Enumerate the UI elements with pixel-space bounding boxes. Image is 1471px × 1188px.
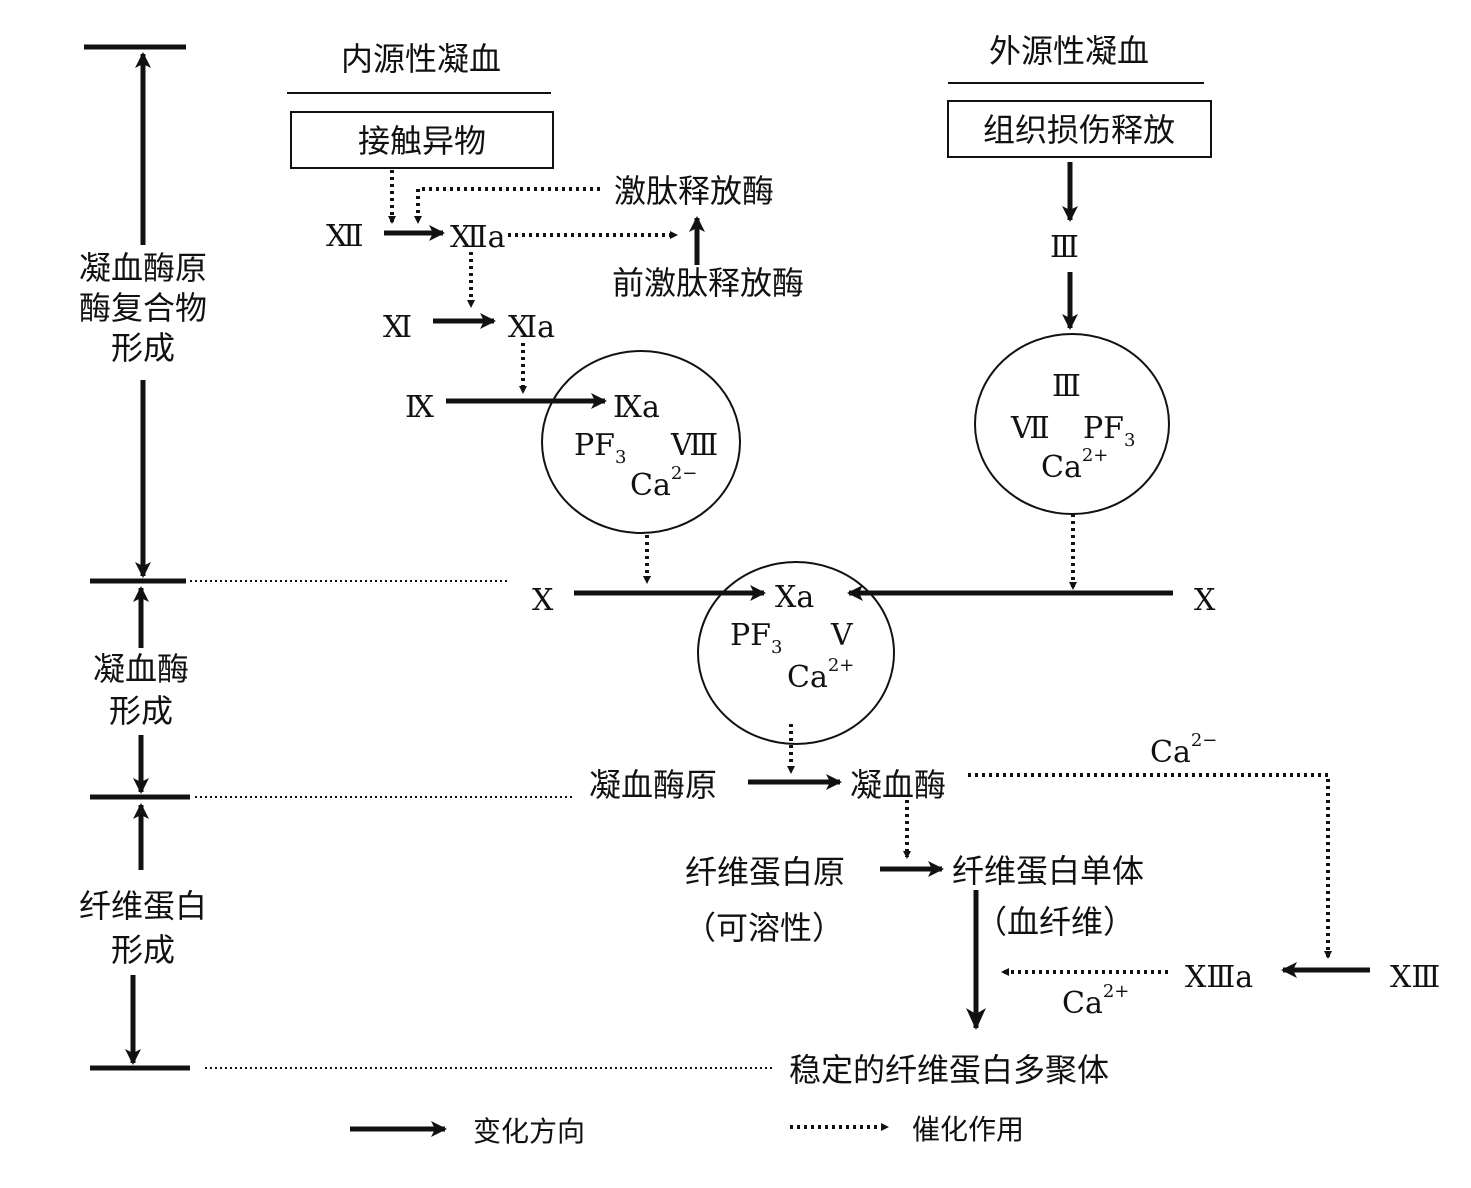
extrinsic-pf3-label: PF3 — [1083, 411, 1135, 451]
stage1-label-3: 形成 — [111, 329, 175, 367]
extrinsic-pathway: 外源性凝血 组织损伤释放 Ⅲ Ⅲ Ⅶ PF3 Ca2+ — [947, 32, 1212, 590]
fibrin-note: （血纤维） — [975, 903, 1135, 941]
intrinsic-title: 内源性凝血 — [341, 40, 501, 78]
legend-change-label: 变化方向 — [473, 1115, 585, 1148]
f13a-label: ⅩⅢa — [1185, 960, 1253, 995]
tissue-box — [947, 100, 1212, 158]
f7-label: Ⅶ — [1010, 411, 1050, 446]
fibrinogen-label: 纤维蛋白原 — [685, 853, 845, 891]
f10-right-label: X — [1194, 583, 1216, 618]
stage2-label-1: 凝血酶 — [93, 650, 189, 688]
f3-label: Ⅲ — [1050, 230, 1079, 265]
stage-scale: 凝血酶原 酶复合物 形成 凝血酶 形成 纤维蛋白 形成 — [79, 44, 775, 1071]
prothrombinase-pf3-label: PF3 — [730, 618, 782, 658]
fibrinogen-note: （可溶性） — [684, 909, 844, 947]
legend-catalysis-label: 催化作用 — [912, 1113, 1024, 1146]
f13a-ca-label: Ca2+ — [1062, 981, 1129, 1021]
f13-label: ⅩⅢ — [1390, 960, 1440, 995]
stage3-label-2: 形成 — [111, 931, 175, 969]
stage3-label-1: 纤维蛋白 — [79, 887, 207, 925]
f11a-label: Ⅺa — [508, 310, 555, 345]
stage1-label-1: 凝血酶原 — [79, 249, 207, 287]
contact-box-label: 接触异物 — [358, 122, 486, 160]
thrombin-to-f13-catalysis — [968, 773, 1332, 959]
thrombin-label: 凝血酶 — [850, 766, 946, 804]
f10-left-label: X — [532, 583, 554, 618]
stable-polymer-label: 稳定的纤维蛋白多聚体 — [789, 1051, 1109, 1089]
contact-box — [290, 111, 554, 169]
tenase-complex-circle — [541, 350, 741, 534]
stage2-label-2: 形成 — [109, 692, 173, 730]
f5-label: V — [830, 618, 854, 653]
tenase-ca-label: Ca2− — [630, 463, 697, 503]
prothrombin-label: 凝血酶原 — [589, 766, 717, 804]
prothrombinase-ca-label: Ca2+ — [787, 655, 854, 695]
f11-label: Ⅺ — [383, 310, 412, 345]
prekallikrein-label: 前激肽释放酶 — [612, 264, 804, 302]
f8-label: Ⅷ — [670, 428, 718, 463]
tissue-box-label: 组织损伤释放 — [983, 111, 1175, 149]
tenase-pf3-label: PF3 — [574, 428, 626, 468]
common-pathway: X X Xa PF3 V Ca2+ 凝血酶原 凝血酶 Ca2− 纤维蛋白原 纤维… — [532, 561, 1440, 1089]
f12a-label: Ⅻa — [450, 220, 506, 255]
legend: 变化方向 催化作用 — [350, 1113, 1024, 1148]
extrinsic-complex-circle — [974, 333, 1170, 515]
f10a-label: Xa — [775, 580, 814, 615]
f13-activation-ca-label: Ca2− — [1150, 730, 1217, 770]
kallikrein-label: 激肽释放酶 — [614, 172, 774, 210]
f3-complex-label: Ⅲ — [1052, 369, 1081, 404]
f9a-label: Ⅸa — [613, 390, 660, 425]
stage1-label-2: 酶复合物 — [79, 289, 207, 327]
f12-label: Ⅻ — [326, 219, 364, 254]
kallikrein-feedback-catalysis — [414, 187, 600, 224]
prothrombinase-complex-circle — [697, 561, 895, 745]
extrinsic-ca-label: Ca2+ — [1041, 445, 1108, 485]
f9-label: Ⅸ — [405, 390, 434, 425]
extrinsic-title: 外源性凝血 — [989, 32, 1149, 70]
intrinsic-pathway: 内源性凝血 接触异物 激肽释放酶 Ⅻ Ⅻa 前激肽释放酶 Ⅺ Ⅺa Ⅸ Ⅸa P… — [287, 40, 804, 584]
fibrin-monomer-label: 纤维蛋白单体 — [952, 852, 1144, 890]
